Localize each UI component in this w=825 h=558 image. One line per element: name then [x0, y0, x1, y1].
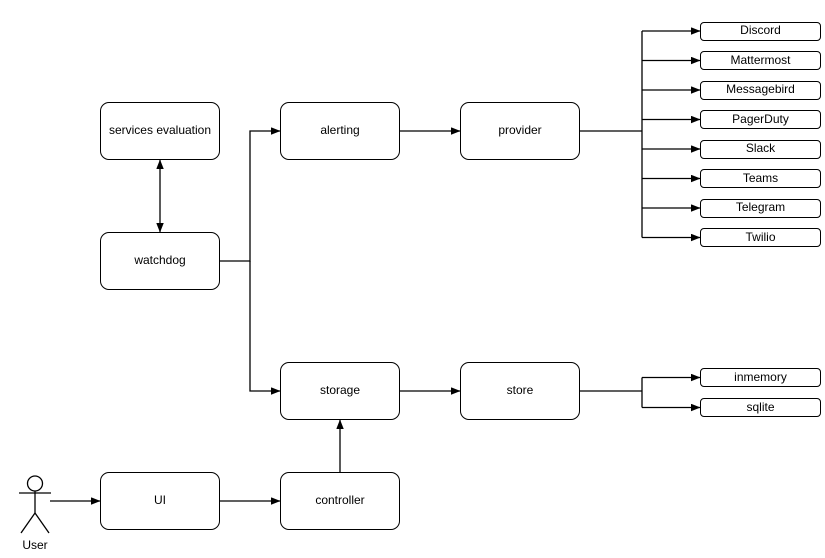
node-label: watchdog: [134, 253, 186, 268]
node-controller: controller: [280, 472, 400, 530]
node-inmemory: inmemory: [700, 368, 821, 387]
actor-leg-left: [20, 512, 36, 534]
node-messagebird: Messagebird: [700, 80, 821, 100]
node-label: services evaluation: [108, 123, 212, 138]
node-storage: storage: [280, 362, 400, 420]
node-label: inmemory: [734, 369, 787, 384]
edge-watchdog-alerting: [220, 127, 281, 262]
node-label: alerting: [320, 123, 360, 138]
node-label: Messagebird: [726, 82, 795, 97]
node-teams: Teams: [700, 169, 821, 188]
node-ui: UI: [100, 472, 220, 530]
node-mattermost: Mattermost: [700, 51, 821, 70]
node-label: Twilio: [745, 229, 776, 244]
actor-label: User: [22, 538, 48, 552]
node-label: controller: [315, 493, 365, 508]
node-watchdog: watchdog: [100, 232, 220, 290]
node-discord: Discord: [700, 21, 821, 41]
actor-leg-right: [34, 512, 50, 534]
node-slack: Slack: [700, 139, 821, 159]
node-label: Teams: [742, 170, 779, 185]
node-label: Mattermost: [730, 52, 791, 67]
node-provider: provider: [460, 102, 580, 160]
node-label: Slack: [745, 141, 776, 156]
node-label: Discord: [740, 23, 781, 38]
actor-head: [26, 475, 44, 492]
node-label: storage: [319, 383, 361, 398]
node-label: UI: [154, 493, 166, 508]
node-store: store: [460, 362, 580, 420]
node-alerting: alerting: [280, 102, 400, 160]
node-services-evaluation: services evaluation: [100, 102, 220, 160]
node-label: provider: [498, 123, 542, 138]
node-label: sqlite: [746, 399, 775, 414]
edge-watchdog-storage: [249, 261, 281, 395]
user-actor-figure: [19, 475, 51, 534]
node-label: Telegram: [735, 200, 786, 215]
node-pagerduty: PagerDuty: [700, 110, 821, 129]
node-label: PagerDuty: [732, 111, 789, 126]
node-label: store: [506, 383, 534, 398]
node-telegram: Telegram: [700, 198, 821, 218]
node-sqlite: sqlite: [700, 398, 821, 417]
node-twilio: Twilio: [700, 228, 821, 247]
